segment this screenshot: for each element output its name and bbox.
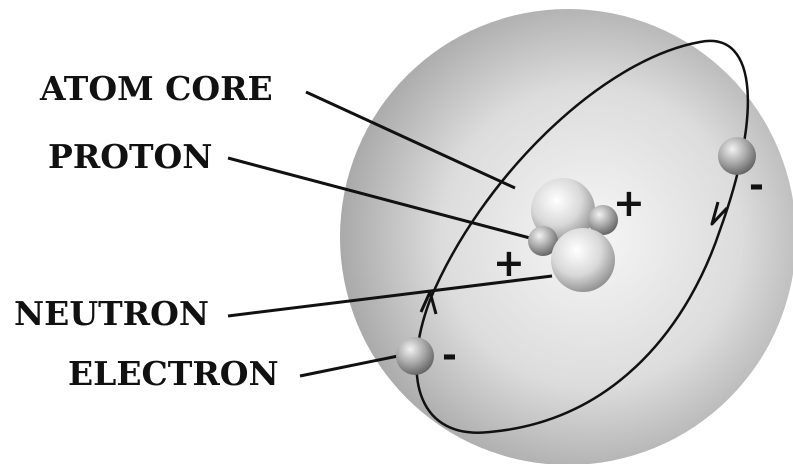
neutron-label: NEUTRON: [14, 294, 209, 333]
electron-orbit: [415, 39, 750, 434]
proton-ball: [528, 226, 558, 256]
atom-core-label: ATOM CORE: [40, 69, 273, 108]
electron-leader: [299, 354, 399, 378]
atom-core-leader: [305, 90, 516, 190]
proton-charge-sign: +: [493, 241, 525, 285]
proton-charge-sign: +: [613, 181, 645, 225]
proton-label: PROTON: [48, 137, 213, 176]
electron-charge-sign: -: [442, 335, 457, 376]
orbit-arrow-icon: [710, 201, 729, 226]
electron-charge-sign: -: [749, 165, 764, 206]
electron-ball: [718, 137, 756, 175]
neutron-ball: [531, 178, 595, 242]
neutron-leader: [227, 274, 553, 318]
electron-label: ELECTRON: [68, 354, 279, 393]
proton-leader: [227, 156, 531, 240]
proton-ball: [588, 205, 618, 235]
electron-ball: [396, 337, 434, 375]
neutron-ball: [551, 228, 615, 292]
